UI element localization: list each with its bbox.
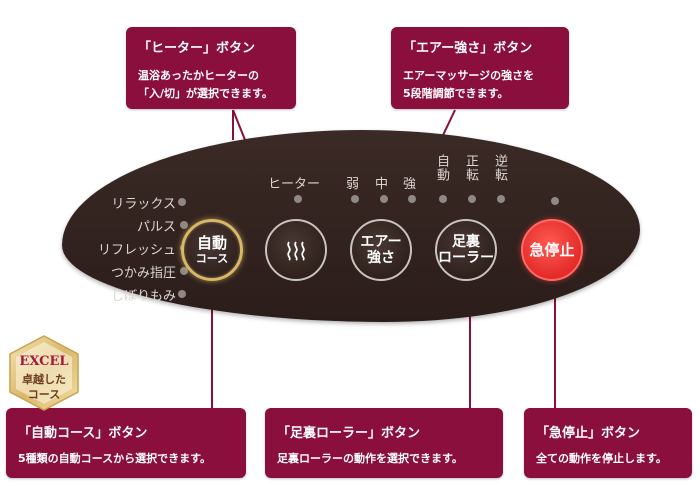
emergency-stop-button[interactable]: 急停止 [521,219,583,281]
course-label-shibori: しぼりもみ [110,289,176,304]
air-strength-callout: 「エアー強さ」ボタン エアーマッサージの強さを 5段階調節できます。 [391,27,569,109]
course-indicator-relax [178,198,186,206]
badge-line-1: EXCEL [19,354,69,369]
air-strength-button-label: エアー [360,234,402,250]
heater-callout-title: 「ヒーター」ボタン [138,41,256,56]
roller-label-forward: 正転 [463,154,478,182]
air-strength-callout-title: 「エアー強さ」ボタン [403,41,533,56]
course-label-relax: リラックス [111,197,176,212]
course-label-shiatsu: つかみ指圧 [110,266,176,281]
course-indicator-shiatsu [180,267,188,275]
stop-indicator [551,197,559,205]
roller-indicator-reverse [497,195,505,203]
emergency-stop-callout-desc: 全ての動作を停止します。 [536,452,667,465]
strength-indicator-strong [408,195,416,203]
excel-course-badge: EXCEL 卓越した コース [8,334,80,412]
air-strength-callout-desc-2: 5段階調節できます。 [403,87,509,100]
auto-course-callout: 「自動コース」ボタン 5種類の自動コースから選択できます。 [6,408,246,478]
strength-label-weak: 弱 [346,177,360,192]
foot-roller-callout: 「足裏ローラー」ボタン 足裏ローラーの動作を選択できます。 [265,408,503,478]
control-panel: リラックス パルス リフレッシュ つかみ指圧 しぼりもみ ヒーター 弱 中 強 … [62,130,640,322]
foot-roller-button-sublabel: ローラー [438,250,494,266]
air-strength-button[interactable]: エアー 強さ [350,219,412,281]
emergency-stop-callout-title: 「急停止」ボタン [536,426,641,441]
auto-course-button-label: 自動 [196,234,227,252]
heat-wave-icon [287,241,305,261]
hexagon-badge-icon [9,335,79,411]
heater-leader-line [232,110,234,140]
auto-course-callout-title: 「自動コース」ボタン [18,426,148,441]
strength-indicator-weak [351,195,359,203]
air-strength-callout-desc-1: エアーマッサージの強さを [403,69,535,82]
foot-roller-callout-desc: 足裏ローラーの動作を選択できます。 [277,452,463,465]
strength-indicator-mid [380,195,388,203]
emergency-stop-callout: 「急停止」ボタン 全ての動作を停止します。 [524,408,692,478]
heater-button[interactable] [265,219,327,281]
heater-callout-desc-1: 温浴あったかヒーターの [138,69,259,82]
heater-callout: 「ヒーター」ボタン 温浴あったかヒーターの 「入/切」が選択できます。 [126,27,296,109]
heater-indicator [294,195,302,203]
roller-label-auto: 自動 [434,154,449,182]
heater-callout-desc-2: 「入/切」が選択できます。 [138,87,273,100]
course-label-pulse: パルス [136,220,176,235]
course-indicator-shibori [178,290,186,298]
heater-label: ヒーター [268,177,321,192]
roller-indicator-forward [468,195,476,203]
foot-roller-button-label: 足裏 [452,234,480,250]
strength-label-mid: 中 [375,177,389,192]
emergency-stop-button-label: 急停止 [529,240,575,259]
roller-indicator-auto [439,195,447,203]
badge-line-2: 卓越した [22,373,66,386]
foot-roller-callout-title: 「足裏ローラー」ボタン [277,426,421,441]
foot-roller-button[interactable]: 足裏 ローラー [435,219,497,281]
auto-course-button[interactable]: 自動 コース [181,219,243,281]
air-strength-button-sublabel: 強さ [367,250,395,266]
course-label-refresh: リフレッシュ [97,243,176,258]
auto-course-callout-desc: 5種類の自動コースから選択できます。 [18,452,212,465]
roller-label-reverse: 逆転 [492,154,507,182]
course-indicator-pulse [180,221,188,229]
auto-course-button-sublabel: コース [195,252,229,265]
strength-label-strong: 強 [403,177,417,192]
badge-line-3: コース [27,388,61,401]
